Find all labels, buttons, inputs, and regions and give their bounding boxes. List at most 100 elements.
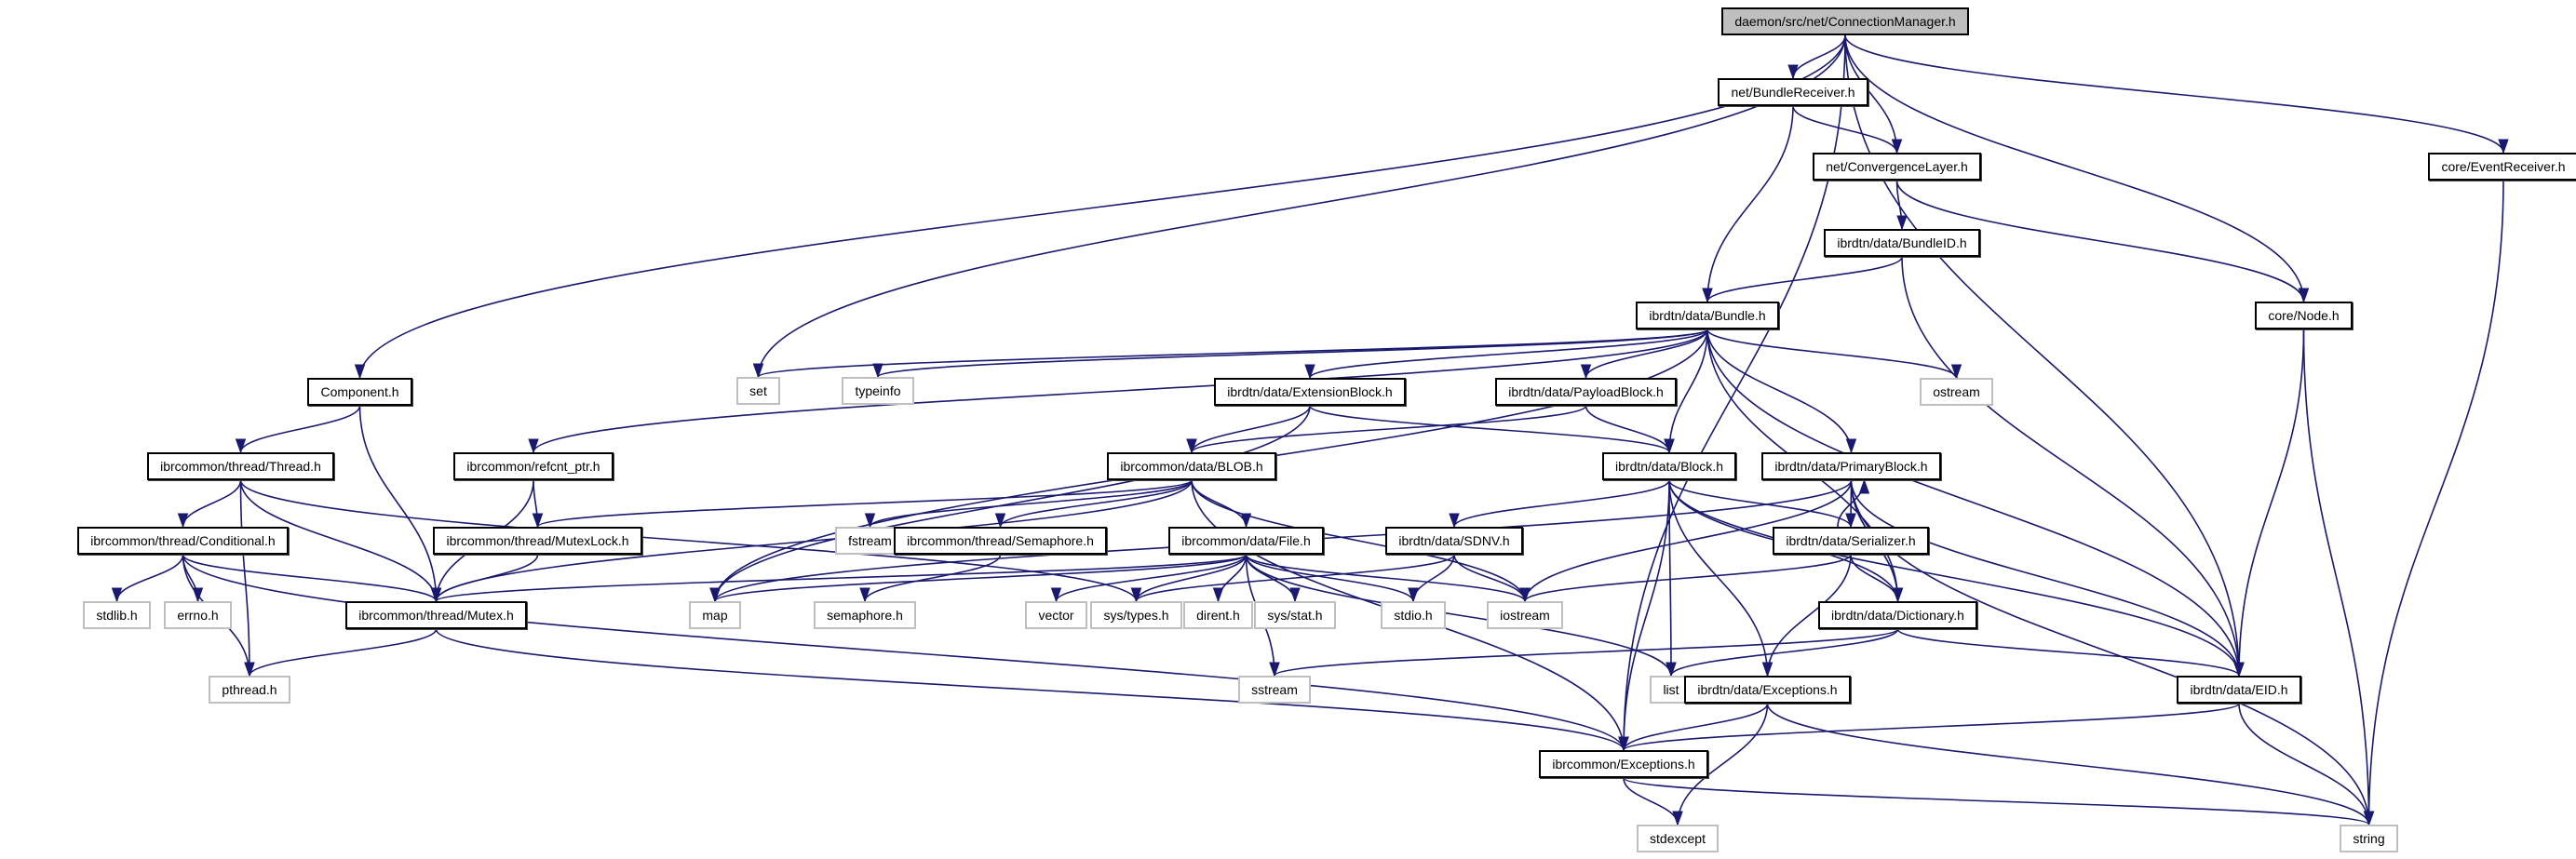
graph-node-block[interactable]: ibrdtn/data/Block.h [1602, 452, 1736, 480]
graph-node-dictionary[interactable]: ibrdtn/data/Dictionary.h [1818, 601, 1977, 629]
graph-node-mutexlock[interactable]: ibrcommon/thread/MutexLock.h [433, 527, 642, 555]
edge-file-to-iostream [1245, 554, 1526, 602]
graph-node-bundlereceiver[interactable]: net/BundleReceiver.h [1718, 78, 1868, 106]
graph-node-serializer[interactable]: ibrdtn/data/Serializer.h [1773, 527, 1929, 555]
edge-payload-to-blob [1191, 405, 1587, 453]
graph-node-exceptions[interactable]: ibrcommon/Exceptions.h [1539, 750, 1708, 778]
arrowhead-bundle-to-primary [1845, 438, 1857, 454]
graph-node-thread[interactable]: ibrcommon/thread/Thread.h [147, 452, 334, 480]
graph-node-payload[interactable]: ibrdtn/data/PayloadBlock.h [1495, 378, 1677, 406]
edge-bundle-to-set [757, 329, 1708, 378]
arrowhead-component-to-thread [235, 438, 247, 454]
graph-node-typeinfo: typeinfo [842, 377, 914, 405]
arrowhead-blob-to-semaphore [994, 513, 1006, 529]
edge-block-to-serializer [1668, 479, 1852, 528]
graph-node-component[interactable]: Component.h [307, 378, 412, 406]
arrowhead-payload-to-blob [1186, 438, 1197, 454]
edge-bundle-to-block [1668, 329, 1708, 453]
edge-bundlereceiver-to-convergence [1792, 105, 1898, 154]
graph-node-blob[interactable]: ibrcommon/data/BLOB.h [1107, 452, 1276, 480]
graph-node-errno: errno.h [164, 601, 232, 629]
graph-node-bundleid[interactable]: ibrdtn/data/BundleID.h [1824, 229, 1980, 257]
edge-bundleid-to-eid [1901, 256, 2240, 677]
edge-sdnv-to-stdio [1412, 554, 1455, 602]
edge-bundle-to-extblock [1309, 329, 1708, 379]
arrowhead-bundle-to-refcnt [528, 438, 539, 454]
graph-node-file[interactable]: ibrcommon/data/File.h [1168, 527, 1324, 555]
edge-convergence-to-node [1895, 180, 2305, 302]
arrowhead-payload-to-block [1664, 438, 1675, 454]
graph-node-eid[interactable]: ibrdtn/data/EID.h [2177, 676, 2301, 704]
graph-node-dtnexc[interactable]: ibrdtn/data/Exceptions.h [1684, 676, 1851, 704]
arrowhead-exceptions-to-string [2363, 811, 2375, 826]
edge-serializer-to-iostream [1524, 554, 1852, 602]
edge-node-to-eid [2238, 329, 2305, 677]
edge-thread-to-systypes [239, 479, 1138, 602]
graph-node-refcnt[interactable]: ibrcommon/refcnt_ptr.h [453, 452, 614, 480]
edge-thread-to-pthread [239, 479, 250, 677]
edge-dtnexc-to-stdexcept [1677, 703, 1769, 825]
arrowhead-cm-to-component [354, 364, 366, 380]
graph-node-stdexcept: stdexcept [1637, 825, 1719, 852]
edge-block-to-eid [1668, 479, 2240, 677]
edge-extblock-to-map [714, 405, 1311, 602]
arrowhead-primary-to-map [709, 587, 721, 603]
graph-node-string: string [2340, 825, 2398, 852]
graph-node-semaphore[interactable]: ibrcommon/thread/Semaphore.h [894, 527, 1107, 555]
edge-extblock-to-block [1309, 405, 1670, 453]
graph-node-fstream: fstream [835, 527, 905, 555]
arrowhead-serializer-to-primary [1858, 478, 1870, 494]
graph-node-iostream: iostream [1487, 601, 1563, 629]
graph-node-sdnv[interactable]: ibrdtn/data/SDNV.h [1385, 527, 1523, 555]
edge-file-to-map [714, 554, 1248, 602]
arrowhead-file-to-vector [1050, 587, 1062, 603]
edge-file-to-list [1245, 554, 1672, 677]
graph-node-extblock[interactable]: ibrdtn/data/ExtensionBlock.h [1214, 378, 1406, 406]
edge-bundle-to-refcnt [533, 329, 1708, 453]
edge-blob-to-semaphore [999, 479, 1193, 528]
edge-eid-to-exceptions [1623, 703, 2240, 751]
edge-sdnv-to-systypes [1135, 554, 1455, 602]
edge-cm-to-eventreceiver [1844, 34, 2504, 154]
edge-bundle-to-typeinfo [877, 329, 1708, 378]
edge-component-to-thread [239, 405, 361, 453]
graph-node-set: set [736, 377, 780, 405]
arrowhead-bundle-to-ostream [1950, 364, 1962, 380]
graph-node-bundle[interactable]: ibrdtn/data/Bundle.h [1636, 302, 1779, 329]
arrowhead-serializer-to-dictionary [1892, 587, 1904, 603]
edge-thread-to-conditional [182, 479, 242, 528]
graph-node-node[interactable]: core/Node.h [2255, 302, 2353, 329]
arrowhead-sdnv-to-stdio [1408, 587, 1419, 603]
edge-cm-to-eid [1844, 34, 2240, 677]
graph-node-cm[interactable]: daemon/src/net/ConnectionManager.h [1721, 7, 1969, 35]
graph-node-convergence[interactable]: net/ConvergenceLayer.h [1813, 153, 1981, 181]
edge-bundlereceiver-to-bundle [1706, 105, 1794, 302]
edge-bundle-to-eid [1706, 329, 2240, 677]
graph-node-pthread: pthread.h [209, 676, 290, 704]
edge-conditional-to-mutex [182, 554, 438, 602]
arrowhead-blob-to-fstream [864, 513, 876, 529]
arrowhead-file-to-mutex [430, 587, 442, 603]
arrowhead-dtnexc-to-exceptions [1618, 736, 1629, 752]
graph-node-conditional[interactable]: ibrcommon/thread/Conditional.h [77, 527, 289, 555]
edge-exceptions-to-string [1623, 777, 2370, 825]
arrowhead-file-to-sysstat [1289, 587, 1301, 603]
graph-node-stdio: stdio.h [1381, 601, 1446, 629]
graph-node-stdlib: stdlib.h [83, 601, 151, 629]
arrowhead-serializer-to-dtnexc [1761, 662, 1774, 678]
arrowhead-cm-to-eventreceiver [2498, 139, 2509, 154]
edge-file-to-stdio [1245, 554, 1414, 602]
graph-node-primary[interactable]: ibrdtn/data/PrimaryBlock.h [1761, 452, 1941, 480]
edge-blob-to-iostream [1191, 479, 1526, 602]
graph-node-eventreceiver[interactable]: core/EventReceiver.h [2428, 153, 2576, 181]
arrowhead-bundle-to-typeinfo [872, 363, 883, 379]
edge-file-to-systypes [1135, 554, 1248, 602]
edge-component-to-mutex [358, 405, 438, 602]
arrowhead-dictionary-to-list [1666, 662, 1677, 678]
arrowhead-semaphore-to-semaphoreh [859, 587, 870, 603]
edge-extblock-to-blob [1191, 405, 1311, 453]
graph-node-mutex[interactable]: ibrcommon/thread/Mutex.h [345, 601, 527, 629]
arrowhead-file-to-dirent [1212, 587, 1224, 603]
arrowhead-convergence-to-bundleid [1896, 215, 1908, 231]
